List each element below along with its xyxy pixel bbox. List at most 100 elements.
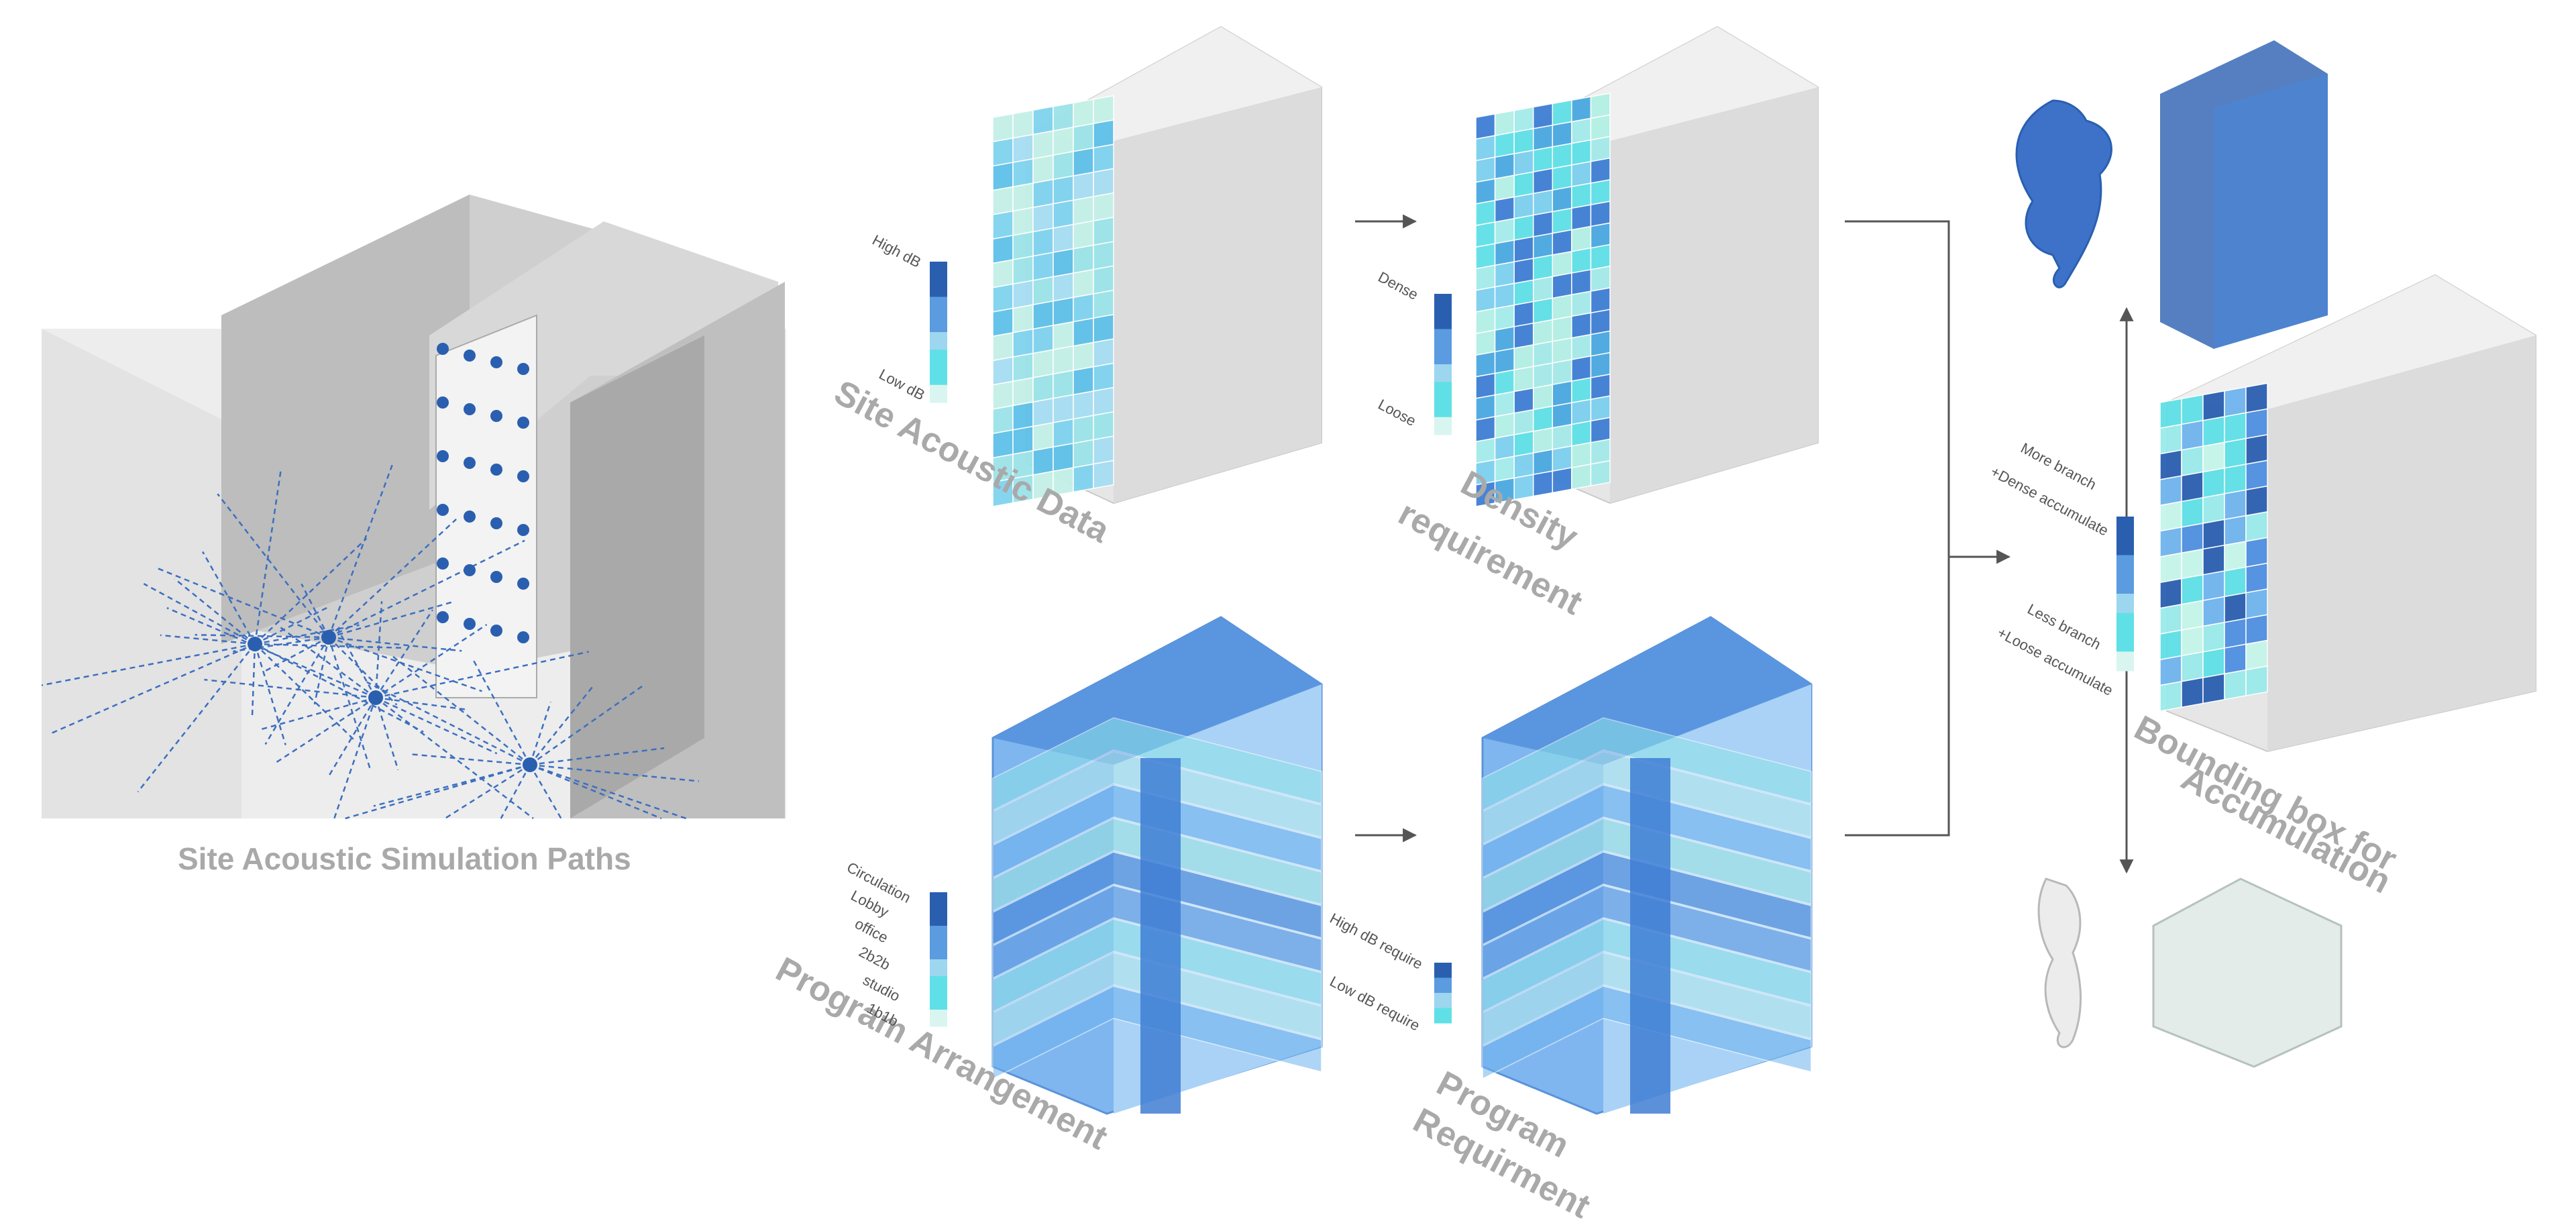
facade-cell: [1032, 349, 1054, 378]
sound-path: [529, 763, 662, 820]
facade-cell: [992, 186, 1014, 215]
sound-path: [529, 747, 665, 766]
facade-cell: [1513, 366, 1534, 392]
facade-cell: [1032, 178, 1054, 209]
facade-cell: [1494, 434, 1515, 461]
facade-cell: [1053, 126, 1074, 156]
facade-cell: [1494, 261, 1515, 288]
receiver-point: [517, 363, 529, 375]
facade-cell: [1032, 422, 1054, 451]
facade-cell: [2159, 398, 2182, 429]
facade-cell: [992, 307, 1014, 337]
circulation-core: [1140, 758, 1181, 1114]
sound-path: [327, 697, 377, 778]
facade-cell: [2181, 548, 2204, 580]
sound-path: [328, 636, 462, 652]
legend-bar-site: [930, 262, 947, 403]
facade-cell: [1093, 144, 1114, 173]
receiver-point: [517, 524, 529, 536]
facade-cell: [1053, 394, 1074, 423]
sound-path: [254, 643, 286, 745]
facade-cell: [1032, 227, 1054, 257]
facade-cell: [1571, 377, 1592, 404]
sound-path: [166, 606, 376, 699]
facade-cell: [1532, 405, 1554, 432]
program-floors: [992, 717, 1322, 1080]
facade-cell: [1513, 214, 1534, 241]
facade-cell: [1590, 93, 1611, 119]
facade-cell: [992, 259, 1014, 288]
facade-cell: [2159, 500, 2182, 532]
sound-path: [374, 601, 383, 698]
facade-cell: [1053, 175, 1074, 205]
facade-cell: [1571, 441, 1592, 468]
coral-dense-sample: [2015, 40, 2328, 349]
facade-cell: [1494, 217, 1515, 245]
facade-cell: [1552, 294, 1572, 321]
facade-cell: [992, 234, 1014, 264]
facade-cell: [2245, 460, 2268, 491]
facade-cell: [1032, 105, 1054, 136]
sound-path: [529, 764, 562, 819]
facade-cell: [1073, 439, 1094, 469]
receiver-point: [490, 571, 502, 583]
program-floor-slab: [992, 885, 1322, 979]
facade-cell: [2245, 382, 2268, 414]
facade-cell: [1552, 99, 1572, 126]
receiver-point: [437, 450, 449, 462]
requirement-floors: [1482, 717, 1812, 1080]
sound-path: [375, 697, 534, 819]
receiver-point: [490, 464, 502, 476]
legend-swatch: [2116, 612, 2134, 633]
facade-cell: [992, 356, 1014, 386]
facade-cell: [1073, 317, 1094, 347]
facade-cell: [1532, 168, 1554, 195]
sound-path: [375, 696, 498, 755]
facade-cell: [2202, 596, 2225, 627]
facade-cell: [2202, 673, 2225, 704]
facade-cell: [1032, 300, 1054, 330]
facade-cell: [1012, 207, 1034, 236]
sound-path: [374, 609, 433, 698]
facade-cell: [2159, 629, 2182, 661]
legend-swatch: [930, 384, 947, 403]
facade-cell: [2224, 464, 2247, 494]
facade-cell: [1590, 244, 1611, 270]
legend-swatch: [1434, 963, 1452, 978]
sound-path: [366, 681, 531, 766]
sound-path: [327, 637, 372, 771]
receiver-point: [464, 403, 476, 415]
facade-cell: [992, 380, 1014, 410]
facade-cell: [1532, 232, 1554, 260]
legend-swatch: [1434, 311, 1452, 329]
sound-path: [137, 643, 256, 793]
legend-swatch: [930, 297, 947, 315]
facade-cell: [1053, 272, 1074, 302]
facade-cell: [1532, 340, 1554, 368]
facade-cell: [1513, 322, 1534, 350]
facade-cell: [1513, 344, 1534, 371]
legend-bar-requirement: [1434, 963, 1452, 1024]
facade-cell: [1571, 247, 1592, 274]
facade-cell: [1494, 153, 1515, 180]
facade-cell: [1073, 147, 1094, 177]
legend-swatch: [1434, 382, 1452, 400]
sound-path: [217, 493, 329, 638]
facade-cell: [1590, 287, 1611, 314]
legend-swatch: [930, 350, 947, 368]
facade-cell: [2181, 625, 2204, 657]
legend-swatch: [1434, 364, 1452, 382]
facade-cell: [1475, 307, 1496, 335]
legend-swatch: [930, 314, 947, 333]
legend-bar-density: [1434, 294, 1452, 435]
sound-path: [327, 464, 393, 638]
facade-cell: [1475, 264, 1496, 291]
facade-cell: [1532, 319, 1554, 345]
facade-cell: [1032, 276, 1054, 306]
sound-path: [328, 636, 482, 692]
facade-cell: [1475, 394, 1496, 421]
legend-swatch: [2116, 555, 2134, 575]
sound-path: [254, 643, 424, 733]
sound-path: [157, 568, 329, 639]
facade-cell: [2202, 544, 2225, 576]
